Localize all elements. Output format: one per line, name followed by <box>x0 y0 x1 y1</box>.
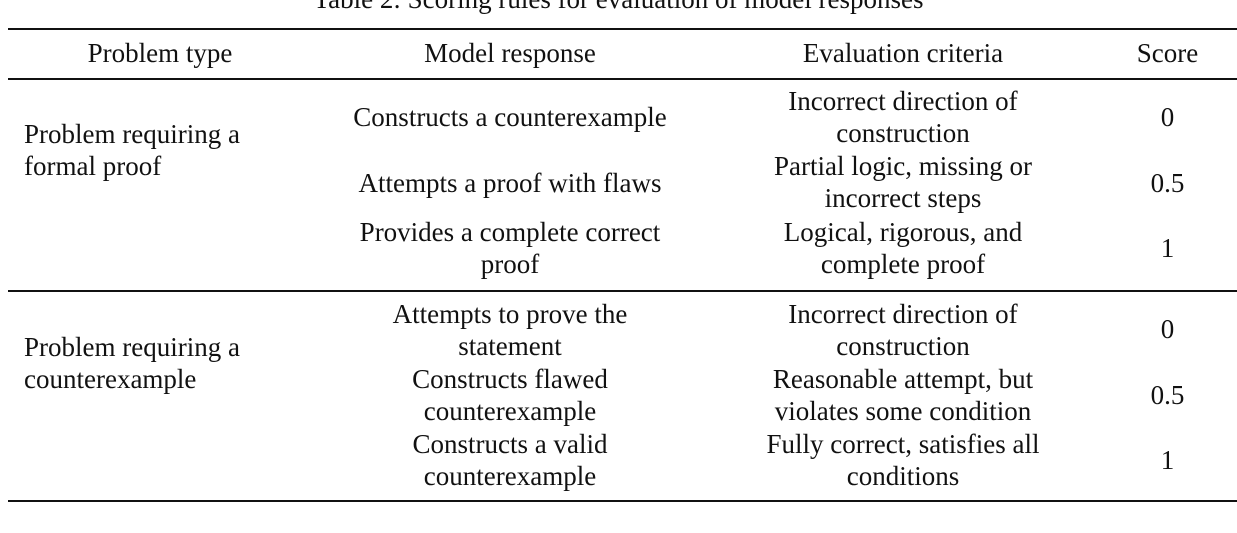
top-rule <box>8 28 1237 30</box>
problem-type-formal-proof: Problem requiring a formal proof <box>24 118 324 182</box>
criteria-line: Logical, rigorous, and <box>783 217 1023 247</box>
problem-type-line: formal proof <box>24 151 162 181</box>
header-model-response: Model response <box>424 38 596 68</box>
criteria-cell: Fully correct, satisfies all conditions <box>710 428 1096 492</box>
response-line: statement <box>458 331 562 361</box>
criteria-cell: Partial logic, missing or incorrect step… <box>710 150 1096 214</box>
response-line: counterexample <box>423 396 597 426</box>
criteria-line: construction <box>836 118 970 148</box>
response-line: Constructs a valid <box>412 429 608 459</box>
criteria-line: Fully correct, satisfies all <box>766 429 1040 459</box>
criteria-line: Partial logic, missing or <box>774 151 1032 181</box>
response-cell: Attempts a proof with flaws <box>358 168 662 198</box>
score-cell: 0 <box>1160 314 1175 344</box>
response-cell: Attempts to prove the statement <box>320 298 700 362</box>
problem-type-counterexample: Problem requiring a counterexample <box>24 331 324 395</box>
group-rule <box>8 290 1237 292</box>
score-cell: 1 <box>1160 445 1175 475</box>
criteria-line: Reasonable attempt, but <box>772 364 1034 394</box>
table-caption: Table 2: Scoring rules for evaluation of… <box>0 0 1237 14</box>
criteria-cell: Logical, rigorous, and complete proof <box>710 216 1096 280</box>
criteria-cell: Reasonable attempt, but violates some co… <box>710 363 1096 427</box>
problem-type-line: Problem requiring a <box>24 119 240 149</box>
response-cell: Provides a complete correct proof <box>320 216 700 280</box>
score-cell: 0.5 <box>1150 168 1185 198</box>
criteria-line: construction <box>836 331 970 361</box>
criteria-line: Incorrect direction of <box>788 86 1018 116</box>
criteria-line: conditions <box>846 461 960 491</box>
criteria-cell: Incorrect direction of construction <box>710 298 1096 362</box>
header-evaluation-criteria: Evaluation criteria <box>802 38 1004 68</box>
response-cell: Constructs flawed counterexample <box>320 363 700 427</box>
response-cell: Constructs a valid counterexample <box>320 428 700 492</box>
bottom-rule <box>8 500 1237 502</box>
header-problem-type: Problem type <box>87 38 233 68</box>
problem-type-line: Problem requiring a <box>24 332 240 362</box>
criteria-line: incorrect steps <box>824 183 982 213</box>
criteria-cell: Incorrect direction of construction <box>710 85 1096 149</box>
response-line: Attempts to prove the <box>392 299 628 329</box>
problem-type-line: counterexample <box>24 364 197 394</box>
score-cell: 1 <box>1160 233 1175 263</box>
response-line: counterexample <box>423 461 597 491</box>
response-line: Provides a complete correct <box>359 217 661 247</box>
criteria-line: Incorrect direction of <box>788 299 1018 329</box>
header-rule <box>8 78 1237 80</box>
score-cell: 0 <box>1160 102 1175 132</box>
response-line: proof <box>480 249 540 279</box>
header-score: Score <box>1136 38 1199 68</box>
criteria-line: complete proof <box>820 249 986 279</box>
response-cell: Constructs a counterexample <box>353 102 667 132</box>
criteria-line: violates some condition <box>774 396 1032 426</box>
score-cell: 0.5 <box>1150 380 1185 410</box>
response-line: Constructs flawed <box>412 364 608 394</box>
